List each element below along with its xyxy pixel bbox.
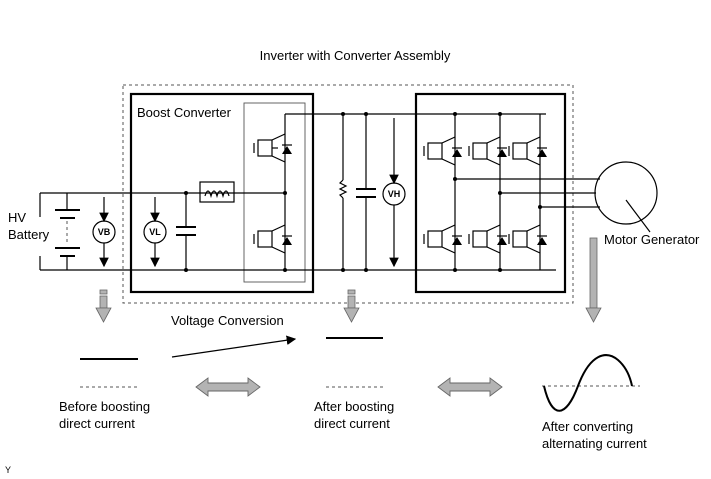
down-arrow-icon bbox=[95, 289, 112, 323]
double-arrow-icon bbox=[195, 377, 261, 397]
discharge-resistor-icon bbox=[338, 114, 348, 270]
low-side-capacitor-icon bbox=[176, 193, 196, 270]
voltage-conversion-label: Voltage Conversion bbox=[171, 313, 284, 328]
hv-battery-label-line1: HV bbox=[8, 210, 26, 225]
reactor-icon bbox=[199, 181, 235, 203]
before-boosting-line1: Before boosting bbox=[59, 399, 150, 414]
before-boosting-line2: direct current bbox=[59, 416, 135, 431]
corner-mark: Y bbox=[5, 465, 11, 475]
down-arrow-icon bbox=[585, 237, 602, 323]
vh-meter bbox=[382, 118, 406, 268]
boost-converter-label: Boost Converter bbox=[137, 105, 232, 120]
boost-upper-diode-icon bbox=[282, 144, 292, 154]
vl-meter bbox=[143, 197, 167, 268]
battery-symbol bbox=[55, 193, 80, 270]
assembly-dashed-box bbox=[122, 84, 574, 304]
hv-battery-label-line2: Battery bbox=[8, 227, 50, 242]
after-boosting-line1: After boosting bbox=[314, 399, 394, 414]
ac-sine-wave bbox=[543, 354, 633, 412]
after-converting-line2: alternating current bbox=[542, 436, 647, 451]
vb-meter-label: VB bbox=[98, 227, 111, 237]
double-arrow-icon bbox=[437, 377, 503, 397]
inverter-leg-w bbox=[508, 114, 547, 270]
high-side-capacitor-icon bbox=[356, 114, 376, 270]
boost-lower-diode-icon bbox=[282, 235, 292, 245]
motor-generator-icon bbox=[594, 161, 658, 225]
down-arrow-icon bbox=[343, 289, 360, 323]
vh-meter-label: VH bbox=[388, 189, 401, 199]
voltage-conversion-arrow bbox=[171, 335, 297, 358]
diagram-title: Inverter with Converter Assembly bbox=[260, 48, 451, 63]
inverter-leg-u bbox=[423, 114, 462, 270]
motor-generator-leader bbox=[625, 199, 651, 233]
vb-meter bbox=[92, 197, 116, 268]
motor-generator-label: Motor Generator bbox=[604, 232, 700, 247]
after-boosting-line2: direct current bbox=[314, 416, 390, 431]
after-converting-line1: After converting bbox=[542, 419, 633, 434]
boost-upper-igbt-icon bbox=[253, 133, 286, 163]
vl-meter-label: VL bbox=[149, 227, 161, 237]
boost-lower-igbt-icon bbox=[253, 224, 286, 254]
